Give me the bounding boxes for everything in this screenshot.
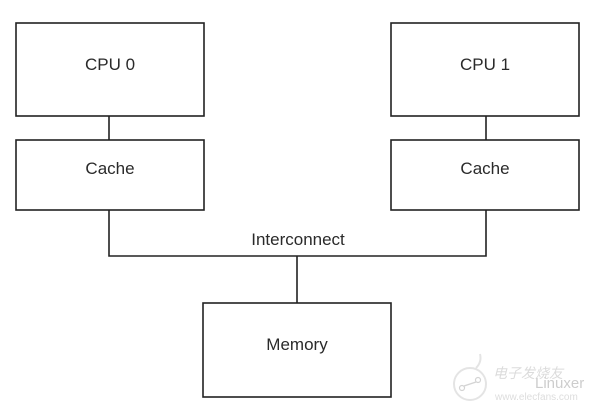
watermark: 电子发烧友 Linuxer www.elecfans.com	[453, 353, 584, 403]
cache1-node: Cache	[390, 139, 580, 211]
interconnect-label: Interconnect	[251, 230, 345, 249]
memory-label: Memory	[266, 335, 328, 354]
cpu1-box	[390, 22, 580, 117]
cache0-box	[15, 139, 205, 211]
cpu1-label: CPU 1	[460, 55, 510, 74]
cache1-box	[390, 139, 580, 211]
cpu0-node: CPU 0	[15, 22, 205, 117]
cache0-label: Cache	[85, 159, 134, 178]
watermark-url: www.elecfans.com	[494, 392, 578, 403]
memory-node: Memory	[202, 302, 392, 398]
cpu0-box	[15, 22, 205, 117]
cache1-label: Cache	[460, 159, 509, 178]
watermark-logo-icon	[453, 353, 487, 401]
memory-box	[202, 302, 392, 398]
cpu1-node: CPU 1	[390, 22, 580, 117]
cpu0-label: CPU 0	[85, 55, 135, 74]
cache0-node: Cache	[15, 139, 205, 211]
watermark-chinese: 电子发烧友	[493, 366, 565, 382]
watermark-brand: Linuxer	[535, 375, 584, 392]
